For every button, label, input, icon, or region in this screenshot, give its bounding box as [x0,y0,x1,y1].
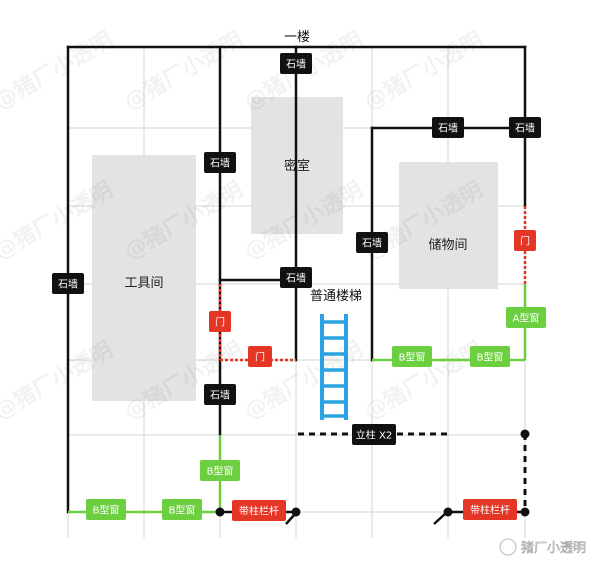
window-b-tag: B型窗 [470,346,510,367]
door-tag: 门 [248,346,272,367]
svg-text:石墙: 石墙 [438,122,458,135]
svg-text:门: 门 [215,316,225,329]
svg-text:带柱栏杆: 带柱栏杆 [239,505,279,518]
svg-text:B型窗: B型窗 [169,504,196,517]
stone-wall-tag: 石墙 [280,53,312,74]
svg-text:门: 门 [255,351,265,364]
window-b-tag: B型窗 [392,346,432,367]
svg-text:石墙: 石墙 [210,389,230,402]
credit-watermark: 猪厂小透明 [499,538,586,556]
stone-wall-tag: 石墙 [432,117,464,138]
watermark: @猪厂小透明 [120,27,247,116]
window-a-tag: A型窗 [506,307,546,328]
stone-wall-tag: 石墙 [280,267,312,288]
svg-text:石墙: 石墙 [515,122,535,135]
window-b-tag: B型窗 [86,499,126,520]
door-tag: 门 [209,311,231,332]
svg-text:门: 门 [520,235,530,248]
stone-wall-tag: 石墙 [356,232,388,253]
watermark: @猪厂小透明 [0,27,117,116]
railing-tag: 带柱栏杆 [463,499,517,520]
svg-text:B型窗: B型窗 [93,504,120,517]
stone-wall-tag: 石墙 [204,384,236,405]
svg-text:带柱栏杆: 带柱栏杆 [470,504,510,517]
svg-text:B型窗: B型窗 [207,465,234,478]
window-b-tag: B型窗 [162,499,202,520]
tool-room [92,155,196,401]
svg-text:A型窗: A型窗 [513,312,540,325]
storage-room-label: 储物间 [428,238,467,253]
credit-text: 猪厂小透明 [521,541,586,556]
svg-text:石墙: 石墙 [210,157,230,170]
pillar-dots [215,429,530,517]
door-tag: 门 [514,230,536,251]
svg-text:石墙: 石墙 [362,237,382,250]
storage-room [399,162,498,289]
stairs-icon [320,314,348,420]
secret-room-label: 密室 [284,158,310,174]
svg-text:立柱 X2: 立柱 X2 [356,429,392,442]
svg-text:B型窗: B型窗 [477,351,504,364]
svg-text:B型窗: B型窗 [399,351,426,364]
stone-wall-tag: 石墙 [204,152,236,173]
window-b-tag: B型窗 [200,460,240,481]
stone-wall-tag: 石墙 [509,117,541,138]
pillar-tag: 立柱 X2 [352,424,396,445]
svg-text:石墙: 石墙 [58,278,78,291]
svg-text:石墙: 石墙 [286,58,306,71]
watermark: @猪厂小透明 [360,27,487,116]
railing-tag: 带柱栏杆 [232,500,286,521]
stairs-label: 普通楼梯 [310,289,362,304]
floor-title: 一楼 [284,30,310,45]
stone-wall-tag: 石墙 [52,273,84,294]
pillar-lines [298,432,527,510]
svg-text:石墙: 石墙 [286,272,306,285]
tool-room-label: 工具间 [124,276,163,291]
